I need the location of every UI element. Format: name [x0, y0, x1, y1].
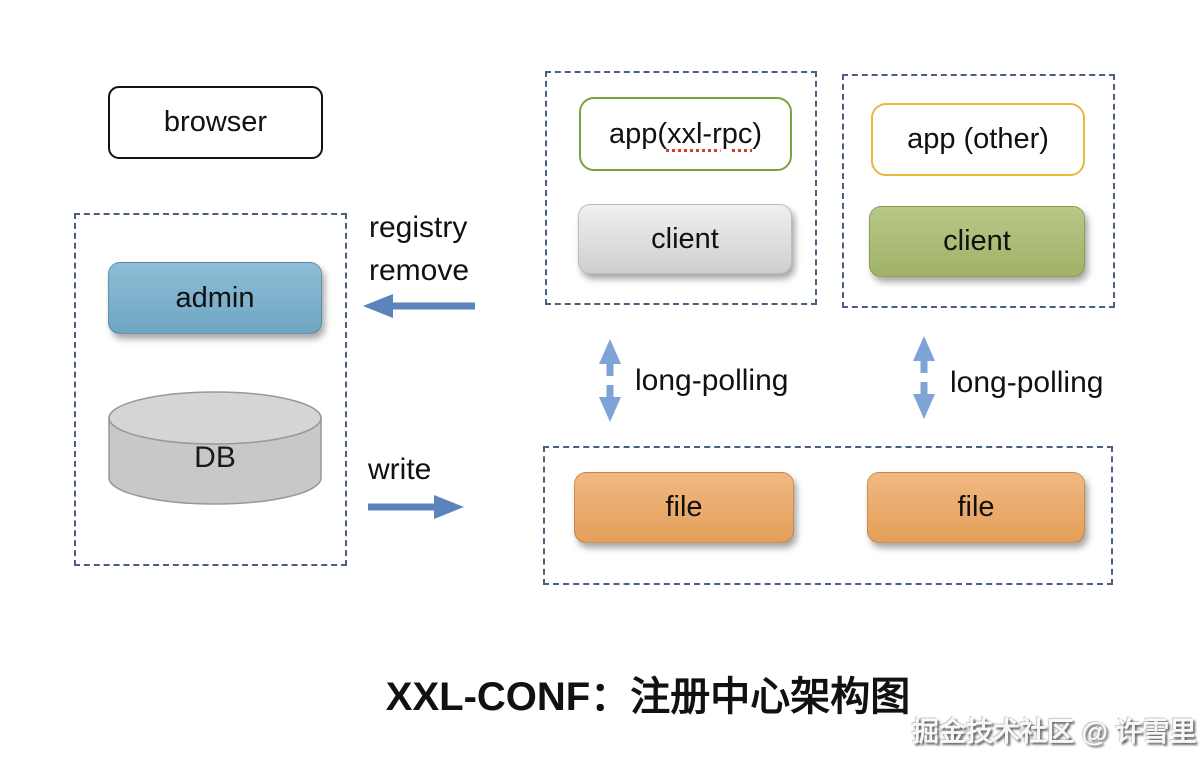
- app-xxl-rpc-label: app(xxl-rpc): [609, 118, 762, 151]
- long-polling-label-right: long-polling: [950, 366, 1104, 399]
- browser-label: browser: [163, 106, 268, 138]
- double-arrow-vertical-icon: [913, 336, 935, 419]
- diagram-title: XXL-CONF：注册中心架构图: [385, 675, 911, 719]
- file-left-label: file: [665, 491, 703, 523]
- write-arrow: [368, 494, 464, 520]
- client-xxl-label: client: [651, 222, 719, 255]
- app-other-node: app (other): [871, 103, 1085, 176]
- admin-node: admin: [108, 262, 322, 334]
- file-right-label: file: [957, 491, 995, 523]
- registry-label-line2: remove: [369, 254, 470, 287]
- database-cylinder-icon: [108, 391, 322, 505]
- file-group-box: [543, 446, 1113, 585]
- app-xxl-group-box: [545, 71, 817, 305]
- long-polling-arrow-right: [912, 336, 936, 419]
- app-xxl-prefix: app(: [608, 117, 667, 150]
- client-other-label: client: [943, 225, 1011, 257]
- double-arrow-vertical-icon: [599, 339, 621, 422]
- registry-label-line1: registry: [369, 211, 468, 244]
- admin-label: admin: [175, 281, 255, 314]
- app-other-group-box: [842, 74, 1115, 308]
- file-left-node: file: [574, 472, 794, 543]
- long-polling-arrow-left: [598, 339, 622, 422]
- db-label: DB: [194, 441, 236, 474]
- app-xxl-suffix: ): [752, 117, 763, 150]
- db-cylinder: DB: [107, 389, 323, 507]
- app-other-label: app (other): [907, 123, 1049, 155]
- long-polling-label-left: long-polling: [635, 364, 789, 397]
- browser-node: browser: [108, 86, 323, 159]
- client-xxl-node: client: [578, 204, 792, 274]
- registry-remove-label: registry remove: [369, 206, 469, 292]
- watermark: 掘金技术社区 @ 许雪里: [912, 717, 1197, 747]
- file-right-node: file: [867, 472, 1085, 543]
- write-label: write: [368, 453, 432, 486]
- arrow-right-icon: [368, 495, 464, 519]
- registry-arrow: [363, 293, 475, 319]
- app-xxl-highlight: xxl-rpc: [666, 117, 753, 150]
- arrow-left-icon: [363, 294, 475, 318]
- admin-db-group-box: [74, 213, 347, 566]
- client-other-node: client: [869, 206, 1085, 277]
- app-xxl-rpc-node: app(xxl-rpc): [579, 97, 792, 171]
